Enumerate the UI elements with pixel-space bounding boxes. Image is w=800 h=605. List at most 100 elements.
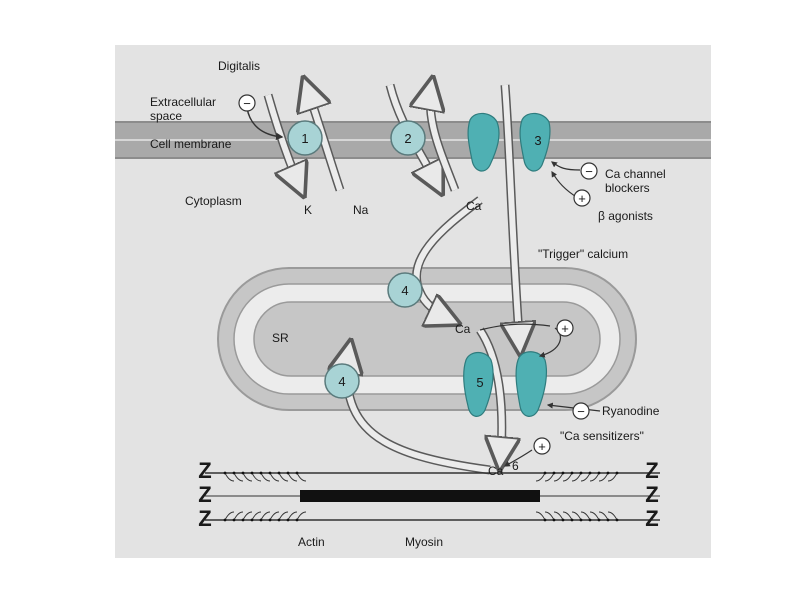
serca-pump-4-upper: 4	[387, 272, 423, 308]
myosin-head-dot	[259, 471, 263, 475]
myosin-head-dot	[277, 518, 281, 522]
label-ca-channel-1: Ca channel	[605, 167, 666, 181]
z-line-left: Z Z Z	[198, 458, 211, 531]
z-line-icon: Z	[645, 458, 658, 483]
z-line-icon: Z	[645, 506, 658, 531]
label-step-6: 6	[512, 459, 519, 473]
myosin-head-dot	[588, 518, 592, 522]
myosin-head	[287, 472, 298, 482]
myosin-head	[544, 472, 555, 482]
label-cytoplasm: Cytoplasm	[185, 194, 242, 208]
myosin-head	[296, 511, 307, 521]
label-extracellular-1: Extracellular	[150, 95, 216, 109]
myosin-head	[278, 511, 289, 521]
plus-circle-icon: +	[533, 437, 551, 455]
minus-circle-icon: −	[572, 402, 590, 420]
channel-3-number: 3	[534, 133, 541, 148]
plus-circle-icon: +	[556, 319, 574, 337]
myosin-head-dot	[241, 471, 245, 475]
myosin-head-dot	[561, 471, 565, 475]
myosin-head	[562, 472, 573, 482]
label-extracellular-2: space	[150, 109, 182, 123]
myosin-head	[224, 511, 235, 521]
myosin-head-dot	[579, 518, 583, 522]
z-line-right: Z Z Z	[645, 458, 658, 531]
serca-4-upper-number: 4	[401, 283, 408, 298]
arrow-ca-out	[430, 82, 458, 192]
myosin-head	[287, 511, 298, 521]
svg-text:−: −	[243, 96, 251, 111]
z-line-icon: Z	[198, 506, 211, 531]
label-k: K	[304, 203, 312, 217]
myosin-head	[589, 472, 600, 482]
myosin-head	[562, 511, 573, 521]
minus-circle-icon: −	[580, 162, 598, 180]
myosin-head-dot	[232, 471, 236, 475]
label-cell-membrane: Cell membrane	[150, 137, 232, 151]
myosin-head-dot	[588, 471, 592, 475]
z-line-icon: Z	[645, 482, 658, 507]
myosin-head	[296, 472, 307, 482]
myosin-head	[251, 511, 262, 521]
exchanger-2: 2	[390, 120, 426, 156]
label-ryanodine: Ryanodine	[602, 404, 660, 418]
myosin-head	[580, 472, 591, 482]
arrow-trigger-ca	[505, 84, 520, 350]
myosin-head-dot	[241, 518, 245, 522]
minus-circle-icon: −	[238, 94, 256, 112]
myosin-head	[571, 472, 582, 482]
svg-text:−: −	[577, 404, 585, 419]
label-ca-channel-2: blockers	[605, 181, 650, 195]
myosin-head-dot	[286, 518, 290, 522]
myosin-head-dot	[295, 471, 299, 475]
ca-channel-3: 3	[467, 112, 551, 172]
myosin-head	[607, 472, 618, 482]
svg-text:−: −	[585, 164, 593, 179]
label-ca-myofilament: Ca	[488, 464, 504, 478]
myosin-head-dot	[597, 471, 601, 475]
myofilaments	[205, 471, 660, 522]
myosin-thick-filament	[300, 490, 540, 502]
label-ca-sr: Ca	[455, 322, 471, 336]
myosin-head-dot	[606, 471, 610, 475]
myosin-head-dot	[606, 518, 610, 522]
arrow-k-in	[265, 94, 302, 192]
myosin-head-dot	[570, 471, 574, 475]
svg-text:+: +	[578, 191, 586, 206]
myosin-head	[553, 511, 564, 521]
label-sr: SR	[272, 331, 289, 345]
myosin-head-dot	[250, 518, 254, 522]
label-myosin: Myosin	[405, 535, 443, 549]
label-ca-sensitizers: "Ca sensitizers"	[560, 429, 644, 443]
myosin-head	[607, 511, 618, 521]
myosin-head	[580, 511, 591, 521]
myosin-head-dot	[250, 471, 254, 475]
serca-4-lower-number: 4	[338, 374, 345, 389]
receptor-5-number: 5	[476, 375, 483, 390]
arrow-ca-release	[477, 328, 502, 465]
myosin-head-dot	[277, 471, 281, 475]
ca-blocker-line	[551, 161, 581, 171]
svg-text:+: +	[561, 321, 569, 336]
myosin-head	[269, 511, 280, 521]
myosin-head	[553, 472, 564, 482]
myosin-head	[224, 472, 235, 482]
pump-1: 1	[287, 120, 323, 156]
myosin-head	[251, 472, 262, 482]
myosin-heads	[223, 471, 619, 522]
label-trigger-calcium: "Trigger" calcium	[538, 247, 628, 261]
myosin-head	[589, 511, 600, 521]
myosin-head	[242, 472, 253, 482]
myosin-head	[598, 511, 609, 521]
arrow-na-out	[305, 82, 343, 191]
label-ca-influx: Ca	[466, 199, 482, 213]
myosin-head-dot	[543, 471, 547, 475]
myosin-head	[233, 511, 244, 521]
label-actin: Actin	[298, 535, 325, 549]
myosin-head	[260, 511, 271, 521]
myosin-head-dot	[552, 471, 556, 475]
myosin-head-dot	[268, 471, 272, 475]
myosin-head-dot	[570, 518, 574, 522]
label-digitalis: Digitalis	[218, 59, 260, 73]
pump-1-number: 1	[301, 131, 308, 146]
